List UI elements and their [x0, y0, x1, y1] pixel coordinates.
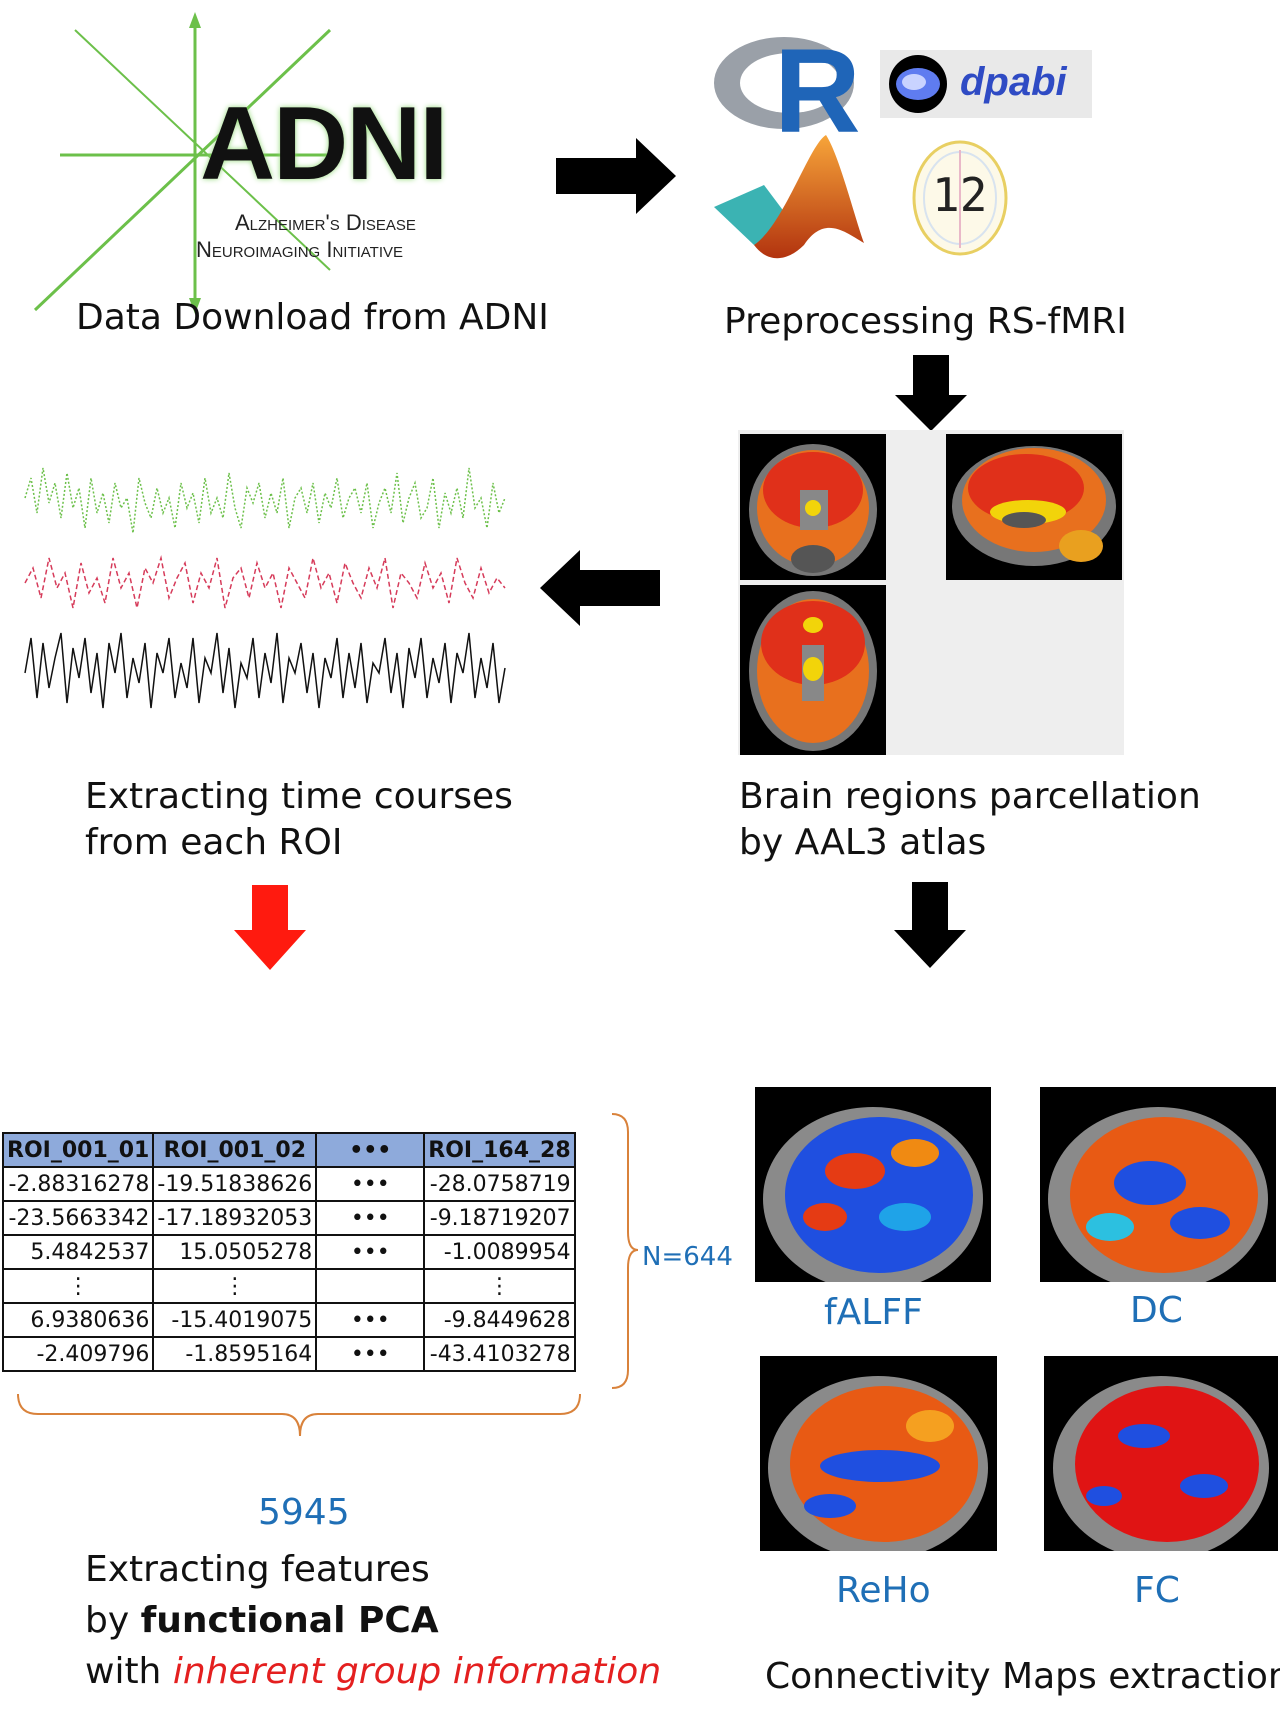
dc-map — [1040, 1087, 1276, 1282]
map-label: DC — [1130, 1290, 1183, 1331]
table-header-row: ROI_001_01 ROI_001_02 ••• ROI_164_28 — [1, 1132, 576, 1168]
spm12-logo — [912, 140, 1008, 256]
download-caption: Data Download from ADNI — [76, 297, 549, 338]
features-caption-line2: by functional PCA — [85, 1596, 439, 1646]
adni-logo: ADNI Alzheimer's Disease Neuroimaging In… — [30, 10, 500, 315]
spm12-logo-text: 12 — [932, 168, 988, 222]
time-courses-plot — [24, 467, 506, 709]
table-cell — [315, 1268, 426, 1304]
preprocess-caption: Preprocessing RS-fMRI — [724, 301, 1127, 342]
table-cell: 6.9380636 — [1, 1302, 155, 1338]
table-cell: -2.409796 — [1, 1336, 155, 1372]
features-caption-line3: with inherent group information — [85, 1647, 661, 1697]
features-caption-line1: Extracting features — [85, 1549, 430, 1590]
parcellation-caption-line2: by AAL3 atlas — [739, 822, 987, 863]
dpabi-logo: dpabi — [880, 50, 1092, 118]
arrow-down-icon-2 — [894, 882, 966, 968]
features-caption-line3-italic: inherent group information — [172, 1651, 662, 1692]
features-caption-line2-prefix: by — [85, 1600, 141, 1641]
table-row: -2.409796 -1.8595164 ••• -43.4103278 — [1, 1336, 576, 1372]
table-cell: -9.18719207 — [423, 1200, 576, 1236]
row-count-label: N=644 — [642, 1242, 733, 1272]
table-cell: -9.8449628 — [423, 1302, 576, 1338]
map-label: ReHo — [836, 1570, 931, 1611]
table-cell: ••• — [315, 1200, 426, 1236]
table-header-cell: ROI_001_02 — [152, 1132, 318, 1168]
features-caption-line3-prefix: with — [85, 1651, 173, 1692]
table-cell: -19.51838626 — [152, 1166, 318, 1202]
table-cell: -28.0758719 — [423, 1166, 576, 1202]
table-row: -23.5663342 -17.18932053 ••• -9.18719207 — [1, 1200, 576, 1236]
map-label: fALFF — [824, 1292, 923, 1333]
map-label: FC — [1134, 1570, 1180, 1611]
features-caption-line2-bold: functional PCA — [140, 1600, 439, 1641]
table-cell: 5.4842537 — [1, 1234, 155, 1270]
arrow-down-icon — [895, 355, 967, 431]
table-cell: ⋮ — [423, 1268, 576, 1304]
column-count-brace — [17, 1393, 581, 1437]
table-header-cell: ROI_164_28 — [423, 1132, 576, 1168]
table-cell: ••• — [315, 1302, 426, 1338]
adni-logo-subtitle-2: Neuroimaging Initiative — [196, 237, 404, 262]
table-cell: ••• — [315, 1166, 426, 1202]
r-logo-letter: R — [774, 24, 861, 158]
falff-map — [755, 1087, 991, 1282]
roi-feature-table: ROI_001_01 ROI_001_02 ••• ROI_164_28 -2.… — [1, 1132, 576, 1372]
dpabi-logo-text: dpabi — [960, 60, 1067, 104]
adni-logo-lines — [33, 12, 332, 314]
reho-map — [760, 1356, 997, 1551]
parcellation-caption-line1: Brain regions parcellation — [739, 776, 1201, 817]
table-cell: -43.4103278 — [423, 1336, 576, 1372]
table-cell: -15.4019075 — [152, 1302, 318, 1338]
table-cell: ⋮ — [152, 1268, 318, 1304]
brain-icon — [889, 55, 947, 113]
r-logo: R — [712, 24, 862, 158]
time-course-black — [24, 632, 506, 709]
adni-logo-subtitle-1: Alzheimer's Disease — [235, 210, 416, 235]
column-count-label: 5945 — [258, 1492, 350, 1533]
fc-map — [1044, 1356, 1278, 1551]
table-row: ⋮ ⋮ ⋮ — [1, 1268, 576, 1304]
table-cell: ⋮ — [1, 1268, 155, 1304]
connectivity-caption: Connectivity Maps extraction — [765, 1656, 1280, 1697]
arrow-left-icon — [540, 550, 660, 626]
table-header-cell: ROI_001_01 — [1, 1132, 155, 1168]
brain-axial-view — [740, 585, 886, 755]
arrow-down-red-icon — [234, 885, 306, 970]
table-cell: ••• — [315, 1336, 426, 1372]
table-cell: 15.0505278 — [152, 1234, 318, 1270]
timecourse-caption-line2: from each ROI — [85, 822, 343, 863]
table-cell: -1.0089954 — [423, 1234, 576, 1270]
table-cell: -2.88316278 — [1, 1166, 155, 1202]
table-header-cell: ••• — [315, 1132, 426, 1168]
parcellation-panel — [738, 430, 1124, 755]
time-course-red — [24, 555, 506, 609]
table-row: 5.4842537 15.0505278 ••• -1.0089954 — [1, 1234, 576, 1270]
matlab-logo — [714, 135, 864, 259]
brain-coronal-view — [740, 434, 886, 580]
table-cell: ••• — [315, 1234, 426, 1270]
table-cell: -23.5663342 — [1, 1200, 155, 1236]
adni-logo-text: ADNI — [200, 86, 448, 202]
table-cell: -1.8595164 — [152, 1336, 318, 1372]
time-course-green — [24, 467, 506, 534]
table-cell: -17.18932053 — [152, 1200, 318, 1236]
table-row: -2.88316278 -19.51838626 ••• -28.0758719 — [1, 1166, 576, 1202]
timecourse-caption-line1: Extracting time courses — [85, 776, 513, 817]
row-count-brace — [611, 1113, 639, 1389]
arrow-right-icon — [556, 138, 676, 214]
table-row: 6.9380636 -15.4019075 ••• -9.8449628 — [1, 1302, 576, 1338]
brain-sagittal-view — [946, 434, 1122, 580]
